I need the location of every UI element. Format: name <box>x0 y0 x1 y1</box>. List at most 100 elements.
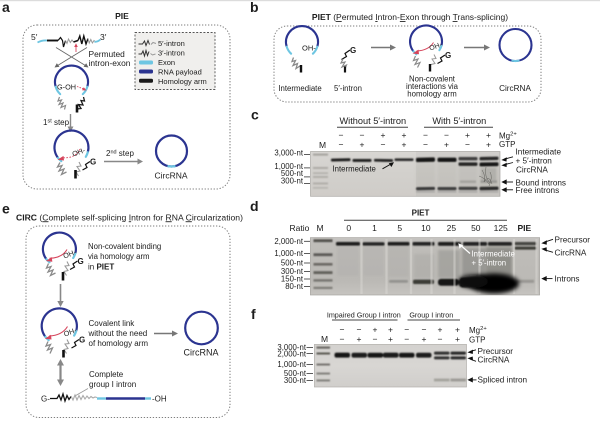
svg-text:+: + <box>357 334 362 344</box>
svg-text:5′-intron: 5′-intron <box>158 39 185 48</box>
svg-text:Homology arm: Homology arm <box>158 77 207 86</box>
svg-text:−: − <box>360 130 365 140</box>
svg-text:M: M <box>316 223 323 233</box>
svg-text:Exon: Exon <box>158 58 175 67</box>
svg-text:+: + <box>444 140 449 150</box>
svg-text:With 5′-intron: With 5′-intron <box>432 116 486 126</box>
svg-text:5: 5 <box>397 223 402 233</box>
svg-text:OH-: OH- <box>302 44 316 53</box>
svg-text:300-nt: 300-nt <box>284 376 307 385</box>
svg-text:10: 10 <box>421 223 431 233</box>
svg-text:Intermediate: Intermediate <box>472 250 515 259</box>
svg-text:G: G <box>79 336 85 345</box>
svg-text:−: − <box>381 140 386 150</box>
svg-text:M: M <box>319 140 326 150</box>
svg-text:3′-intron: 3′-intron <box>158 48 185 57</box>
svg-text:0: 0 <box>346 223 351 233</box>
svg-text:f: f <box>251 306 256 322</box>
svg-text:−: − <box>339 130 344 140</box>
svg-text:+: + <box>402 140 407 150</box>
svg-text:homology arm: homology arm <box>407 90 456 99</box>
svg-text:interactions via: interactions via <box>406 82 459 91</box>
svg-text:−: − <box>404 325 409 335</box>
svg-text:Intermediate: Intermediate <box>278 84 321 93</box>
svg-text:+: + <box>465 130 470 140</box>
svg-text:GTP: GTP <box>499 140 515 149</box>
svg-text:OH-: OH- <box>62 247 78 260</box>
svg-text:OH-: OH- <box>62 325 78 338</box>
svg-text:−: − <box>357 325 362 335</box>
svg-text:PIET: PIET <box>412 209 430 218</box>
svg-text:intron-exon: intron-exon <box>89 58 131 68</box>
svg-text:+: + <box>373 325 378 335</box>
svg-text:1,000-nt: 1,000-nt <box>274 162 303 171</box>
svg-text:+: + <box>381 130 386 140</box>
svg-text:2,000-nt: 2,000-nt <box>277 350 306 359</box>
svg-text:of homology arm: of homology arm <box>89 339 149 348</box>
svg-text:3,000-nt: 3,000-nt <box>274 148 303 157</box>
svg-text:125: 125 <box>494 223 508 233</box>
svg-text:−: − <box>422 325 427 335</box>
svg-text:Covalent link: Covalent link <box>89 319 136 328</box>
svg-text:G: G <box>90 158 96 167</box>
svg-text:−: − <box>423 130 428 140</box>
svg-text:−: − <box>423 140 428 150</box>
svg-text:500-nt: 500-nt <box>284 369 307 378</box>
svg-text:+: + <box>486 130 491 140</box>
svg-text:+: + <box>455 325 460 335</box>
svg-text:PIE: PIE <box>115 11 129 21</box>
svg-text:+: + <box>422 334 427 344</box>
svg-text:+ 5′-intron: + 5′-intron <box>516 157 553 166</box>
svg-text:+: + <box>388 334 393 344</box>
svg-text:d: d <box>250 198 259 214</box>
svg-text:1: 1 <box>372 223 377 233</box>
svg-text:300-nt: 300-nt <box>281 267 304 276</box>
svg-text:Intermediate: Intermediate <box>516 148 562 157</box>
svg-text:M: M <box>321 334 328 344</box>
svg-text:a: a <box>2 0 10 15</box>
svg-text:CircRNA: CircRNA <box>154 171 187 181</box>
svg-text:G-OH: G-OH <box>57 83 76 92</box>
svg-text:2nd step: 2nd step <box>106 149 134 158</box>
svg-text:group I intron: group I intron <box>89 380 136 389</box>
svg-text:−: − <box>339 140 344 150</box>
svg-text:−: − <box>340 334 345 344</box>
svg-text:+: + <box>438 325 443 335</box>
svg-text:via homology arm: via homology arm <box>88 252 150 261</box>
svg-text:5′-intron: 5′-intron <box>334 84 362 93</box>
svg-text:5′: 5′ <box>31 32 38 42</box>
svg-text:Ratio: Ratio <box>289 223 309 233</box>
svg-text:without the need: without the need <box>88 329 148 338</box>
svg-text:Introns: Introns <box>555 275 580 284</box>
svg-text:CircRNA: CircRNA <box>555 248 587 257</box>
svg-text:CircRNA: CircRNA <box>499 84 531 93</box>
svg-text:500-nt: 500-nt <box>281 259 304 268</box>
svg-text:Non-covalent binding: Non-covalent binding <box>88 242 161 251</box>
svg-text:+ 5′-intron: + 5′-intron <box>472 259 507 268</box>
svg-text:GTP: GTP <box>469 336 485 345</box>
svg-text:OH-: OH- <box>429 41 444 52</box>
svg-text:80-nt: 80-nt <box>285 282 304 291</box>
svg-text:300-nt: 300-nt <box>281 176 304 185</box>
svg-text:+: + <box>402 130 407 140</box>
svg-text:CIRC (Complete self-splicing I: CIRC (Complete self-splicing Intron for … <box>16 212 243 222</box>
svg-text:in PIET: in PIET <box>88 263 114 272</box>
svg-text:50: 50 <box>471 223 481 233</box>
svg-text:Spliced intron: Spliced intron <box>478 376 528 385</box>
svg-text:Mg2+: Mg2+ <box>499 132 517 141</box>
svg-text:PIET (Permuted Intron-Exon thr: PIET (Permuted Intron-Exon through Trans… <box>312 12 508 22</box>
svg-text:Impaired Group I intron: Impaired Group I intron <box>327 310 401 319</box>
svg-text:1,000-nt: 1,000-nt <box>274 249 303 258</box>
svg-text:-OH: -OH <box>152 395 167 404</box>
svg-text:OH-: OH- <box>71 145 87 158</box>
svg-text:25: 25 <box>447 223 457 233</box>
svg-text:3,000-nt: 3,000-nt <box>277 343 306 352</box>
svg-text:Precursor: Precursor <box>555 235 591 244</box>
svg-text:−: − <box>404 334 409 344</box>
svg-text:G: G <box>350 46 356 55</box>
svg-text:Intermediate: Intermediate <box>333 165 376 174</box>
svg-text:b: b <box>250 0 259 15</box>
svg-text:Non-covalent: Non-covalent <box>409 75 456 84</box>
svg-text:Complete: Complete <box>89 370 124 379</box>
svg-text:+: + <box>486 140 491 150</box>
